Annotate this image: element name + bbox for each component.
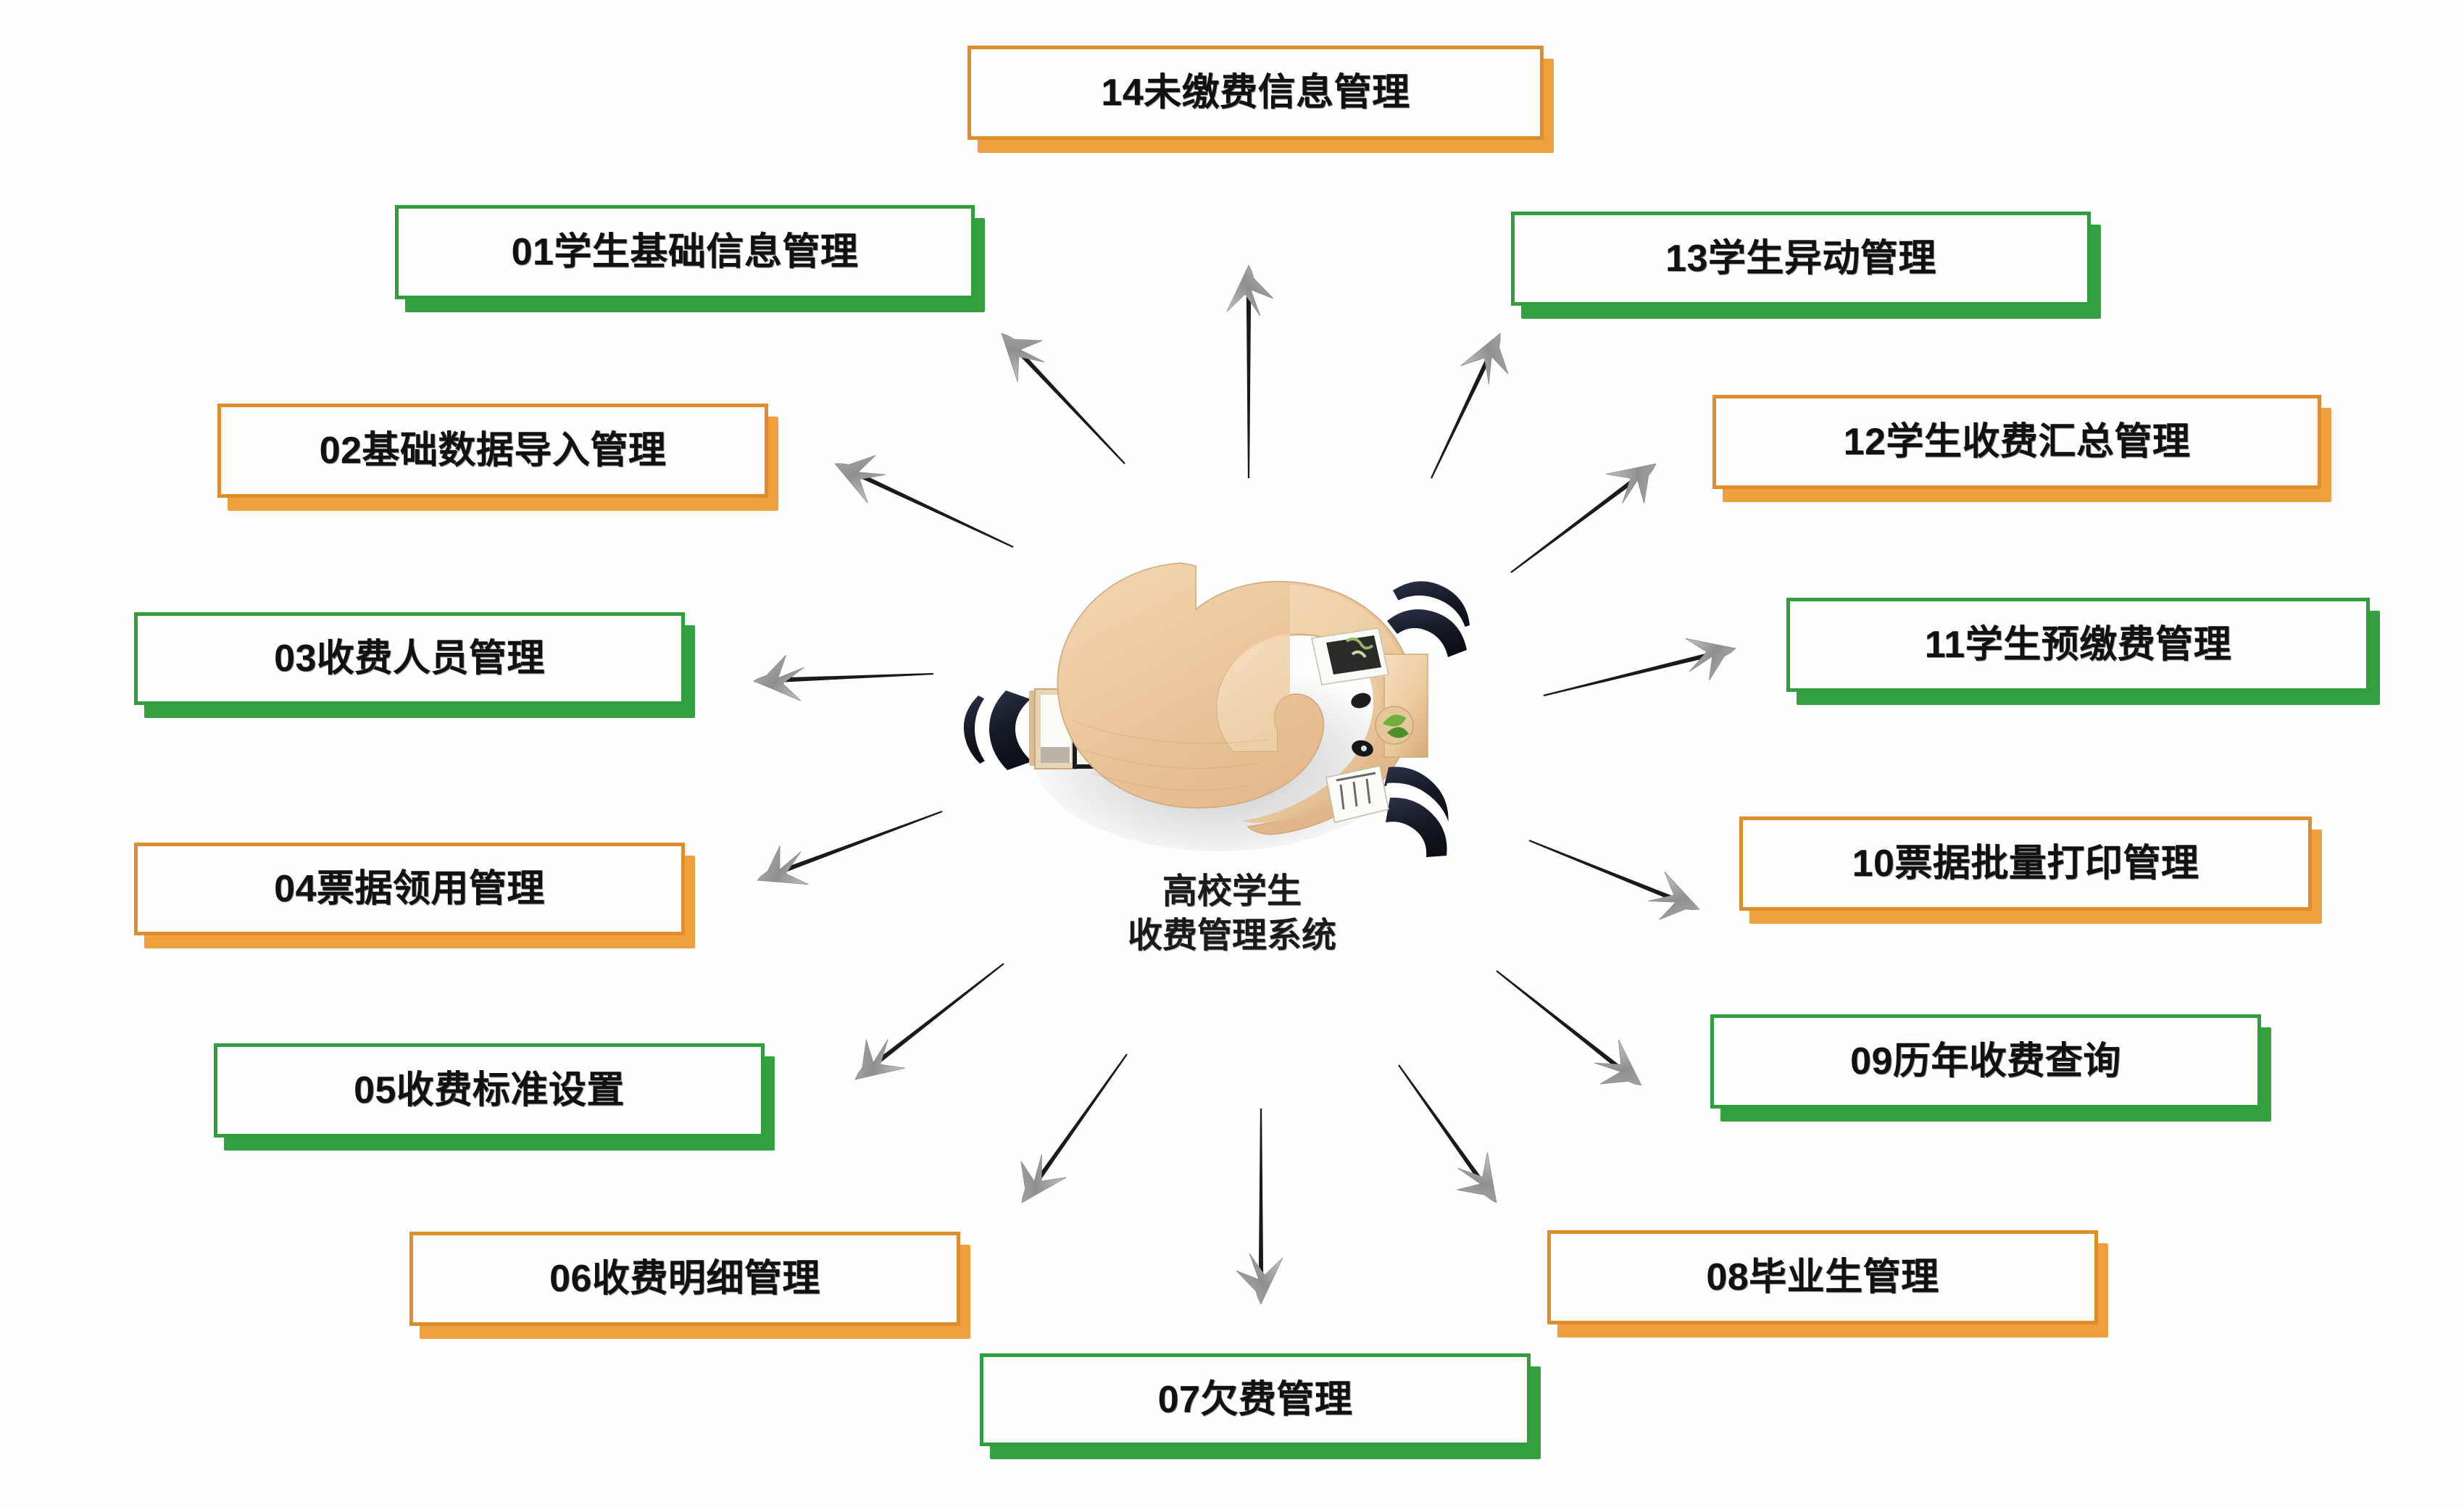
arrow-shaft	[856, 472, 1014, 548]
module-box-label: 13学生异动管理	[1665, 238, 1936, 280]
module-box-n12[interactable]: 12学生收费汇总管理	[1712, 395, 2331, 502]
center-caption-line1: 高校学生	[1162, 872, 1302, 911]
module-box-n09[interactable]: 09历年收费查询	[1710, 1014, 2271, 1122]
connector-arrow-n07	[1236, 1109, 1283, 1305]
module-box-frame: 06收费明细管理	[409, 1232, 960, 1326]
module-box-frame: 08毕业生管理	[1547, 1230, 2098, 1324]
module-box-frame: 12学生收费汇总管理	[1712, 395, 2321, 489]
connector-arrow-n02	[834, 455, 1014, 548]
module-box-n07[interactable]: 07欠费管理	[980, 1353, 1541, 1459]
arrow-shaft	[1510, 476, 1638, 573]
arrow-head	[753, 654, 804, 701]
module-box-frame: 11学生预缴费管理	[1786, 598, 2370, 692]
arrow-head	[757, 845, 809, 885]
connector-arrow-n05	[854, 963, 1004, 1080]
office-chair-left	[963, 688, 1038, 772]
arrow-head	[1685, 638, 1736, 681]
module-box-label: 09历年收费查询	[1850, 1040, 2121, 1082]
arrow-shaft	[779, 810, 943, 874]
module-box-label: 12学生收费汇总管理	[1843, 421, 2191, 463]
module-box-n05[interactable]: 05收费标准设置	[214, 1043, 775, 1151]
module-box-label: 01学生基础信息管理	[511, 231, 859, 273]
arrow-shaft	[1034, 1053, 1128, 1185]
arrow-head	[1457, 1152, 1497, 1203]
arrow-shaft	[873, 963, 1004, 1066]
desk-plant	[1375, 706, 1414, 745]
module-box-frame: 02基础数据导入管理	[217, 404, 768, 498]
arrow-head	[1460, 333, 1509, 385]
connector-arrow-n12	[1510, 463, 1657, 573]
connector-arrow-n09	[1496, 970, 1642, 1086]
arrow-head	[1236, 1253, 1283, 1305]
module-box-label: 02基础数据导入管理	[319, 430, 667, 472]
module-box-frame: 14未缴费信息管理	[967, 46, 1544, 140]
arrow-shaft	[778, 672, 934, 682]
arrow-head	[1001, 333, 1045, 383]
module-box-label: 10票据批量打印管理	[1852, 843, 2199, 885]
module-box-n10[interactable]: 10票据批量打印管理	[1739, 817, 2322, 924]
module-box-label: 06收费明细管理	[549, 1258, 820, 1300]
connector-arrow-n01	[1001, 333, 1125, 464]
connector-arrow-n13	[1431, 333, 1509, 479]
module-box-n11[interactable]: 11学生预缴费管理	[1786, 598, 2380, 705]
desk-papers	[1325, 765, 1389, 823]
module-box-frame: 03收费人员管理	[134, 612, 685, 705]
module-box-frame: 09历年收费查询	[1710, 1014, 2261, 1109]
connector-arrow-n04	[757, 810, 943, 885]
module-box-n02[interactable]: 02基础数据导入管理	[217, 404, 778, 511]
arrow-shaft	[1528, 839, 1678, 903]
arrow-shaft	[1246, 290, 1252, 478]
module-box-frame: 10票据批量打印管理	[1739, 817, 2312, 911]
connector-arrow-n06	[1020, 1053, 1128, 1203]
module-box-label: 08毕业生管理	[1706, 1256, 1939, 1298]
module-box-frame: 04票据领用管理	[134, 843, 685, 935]
office-chair-bottom-right	[1384, 767, 1452, 857]
arrow-head	[1594, 1039, 1642, 1086]
office-chair-top-right	[1387, 581, 1470, 657]
arrow-shaft	[1543, 651, 1712, 697]
module-box-n04[interactable]: 04票据领用管理	[134, 843, 695, 948]
office-desk-illustration	[949, 540, 1500, 859]
module-box-n03[interactable]: 03收费人员管理	[134, 612, 695, 718]
arrow-shaft	[1431, 354, 1492, 479]
module-box-n08[interactable]: 08毕业生管理	[1547, 1230, 2108, 1337]
module-box-label: 03收费人员管理	[274, 638, 545, 680]
module-box-frame: 05收费标准设置	[214, 1043, 765, 1137]
arrow-head	[834, 455, 886, 504]
arrow-head	[1226, 264, 1274, 317]
module-box-frame: 01学生基础信息管理	[395, 205, 975, 299]
module-box-label: 05收费标准设置	[354, 1069, 625, 1111]
module-box-frame: 13学生异动管理	[1511, 212, 2091, 306]
arrow-head	[1605, 463, 1657, 504]
module-box-label: 07欠费管理	[1157, 1379, 1353, 1421]
desk-laptop	[1311, 627, 1389, 685]
module-box-n01[interactable]: 01学生基础信息管理	[395, 205, 985, 312]
connector-arrow-n08	[1398, 1064, 1497, 1203]
arrow-head	[1648, 871, 1700, 920]
connector-arrow-n03	[753, 654, 934, 701]
module-box-frame: 07欠费管理	[980, 1353, 1531, 1446]
connector-arrow-n11	[1543, 638, 1736, 697]
module-box-n13[interactable]: 13学生异动管理	[1511, 212, 2101, 319]
module-box-label: 04票据领用管理	[274, 868, 545, 910]
arrow-head	[854, 1039, 905, 1080]
connector-arrow-n10	[1528, 839, 1700, 920]
arrow-head	[1020, 1154, 1067, 1203]
arrow-shaft	[1258, 1109, 1264, 1280]
arrow-shaft	[1017, 349, 1125, 464]
connector-arrow-n14	[1226, 264, 1274, 478]
center-caption-line2: 收费管理系统	[1127, 917, 1336, 956]
center-caption: 高校学生 收费管理系统	[1029, 869, 1435, 959]
module-box-label: 11学生预缴费管理	[1924, 624, 2232, 666]
module-box-n06[interactable]: 06收费明细管理	[409, 1232, 970, 1339]
arrow-shaft	[1496, 970, 1624, 1072]
arrow-shaft	[1398, 1064, 1484, 1185]
module-box-label: 14未缴费信息管理	[1101, 72, 1410, 114]
module-box-n14[interactable]: 14未缴费信息管理	[967, 46, 1554, 153]
